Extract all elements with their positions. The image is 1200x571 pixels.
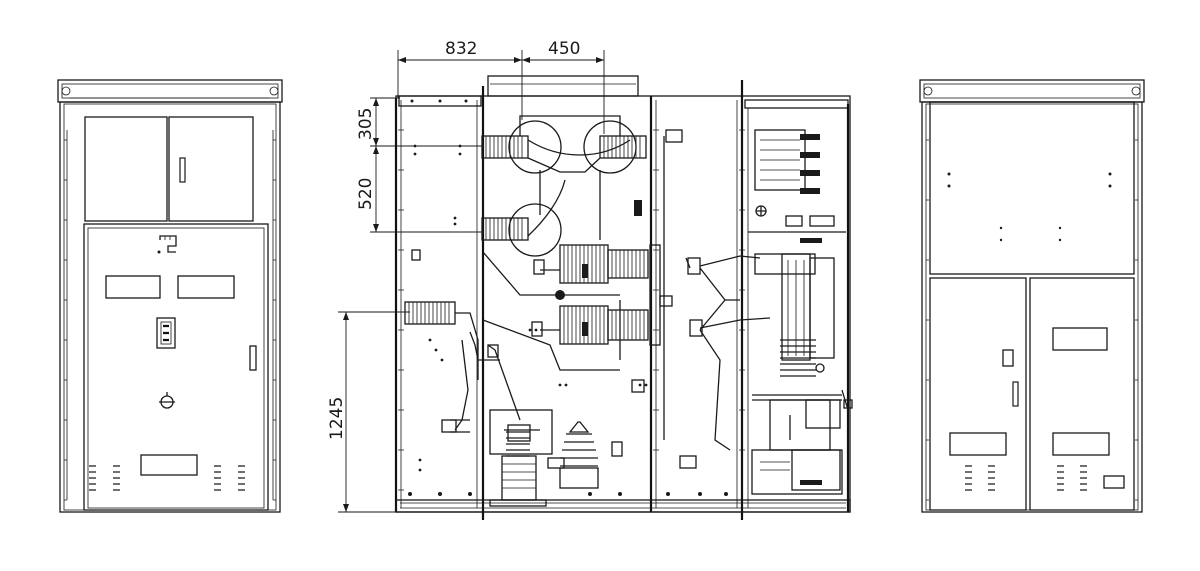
front-vents-right bbox=[214, 465, 245, 491]
upper-busbar-bushings bbox=[481, 115, 647, 257]
rear-vents bbox=[965, 465, 1087, 491]
dim-520: 520 bbox=[356, 178, 376, 210]
dim-832: 832 bbox=[445, 39, 477, 59]
dim-1245: 1245 bbox=[327, 397, 347, 440]
disconnect-contacts bbox=[531, 244, 661, 346]
dim-305: 305 bbox=[356, 108, 376, 140]
circuit-breaker bbox=[748, 129, 853, 495]
dimension-lines: 832 450 305 520 1245 bbox=[327, 39, 605, 513]
voltage-transformer bbox=[547, 421, 599, 489]
current-transformer bbox=[489, 409, 553, 507]
front-vents-left bbox=[89, 465, 120, 491]
side-section-view bbox=[394, 75, 853, 520]
dim-450: 450 bbox=[548, 39, 580, 59]
front-view bbox=[57, 79, 283, 513]
rear-view bbox=[919, 79, 1145, 513]
